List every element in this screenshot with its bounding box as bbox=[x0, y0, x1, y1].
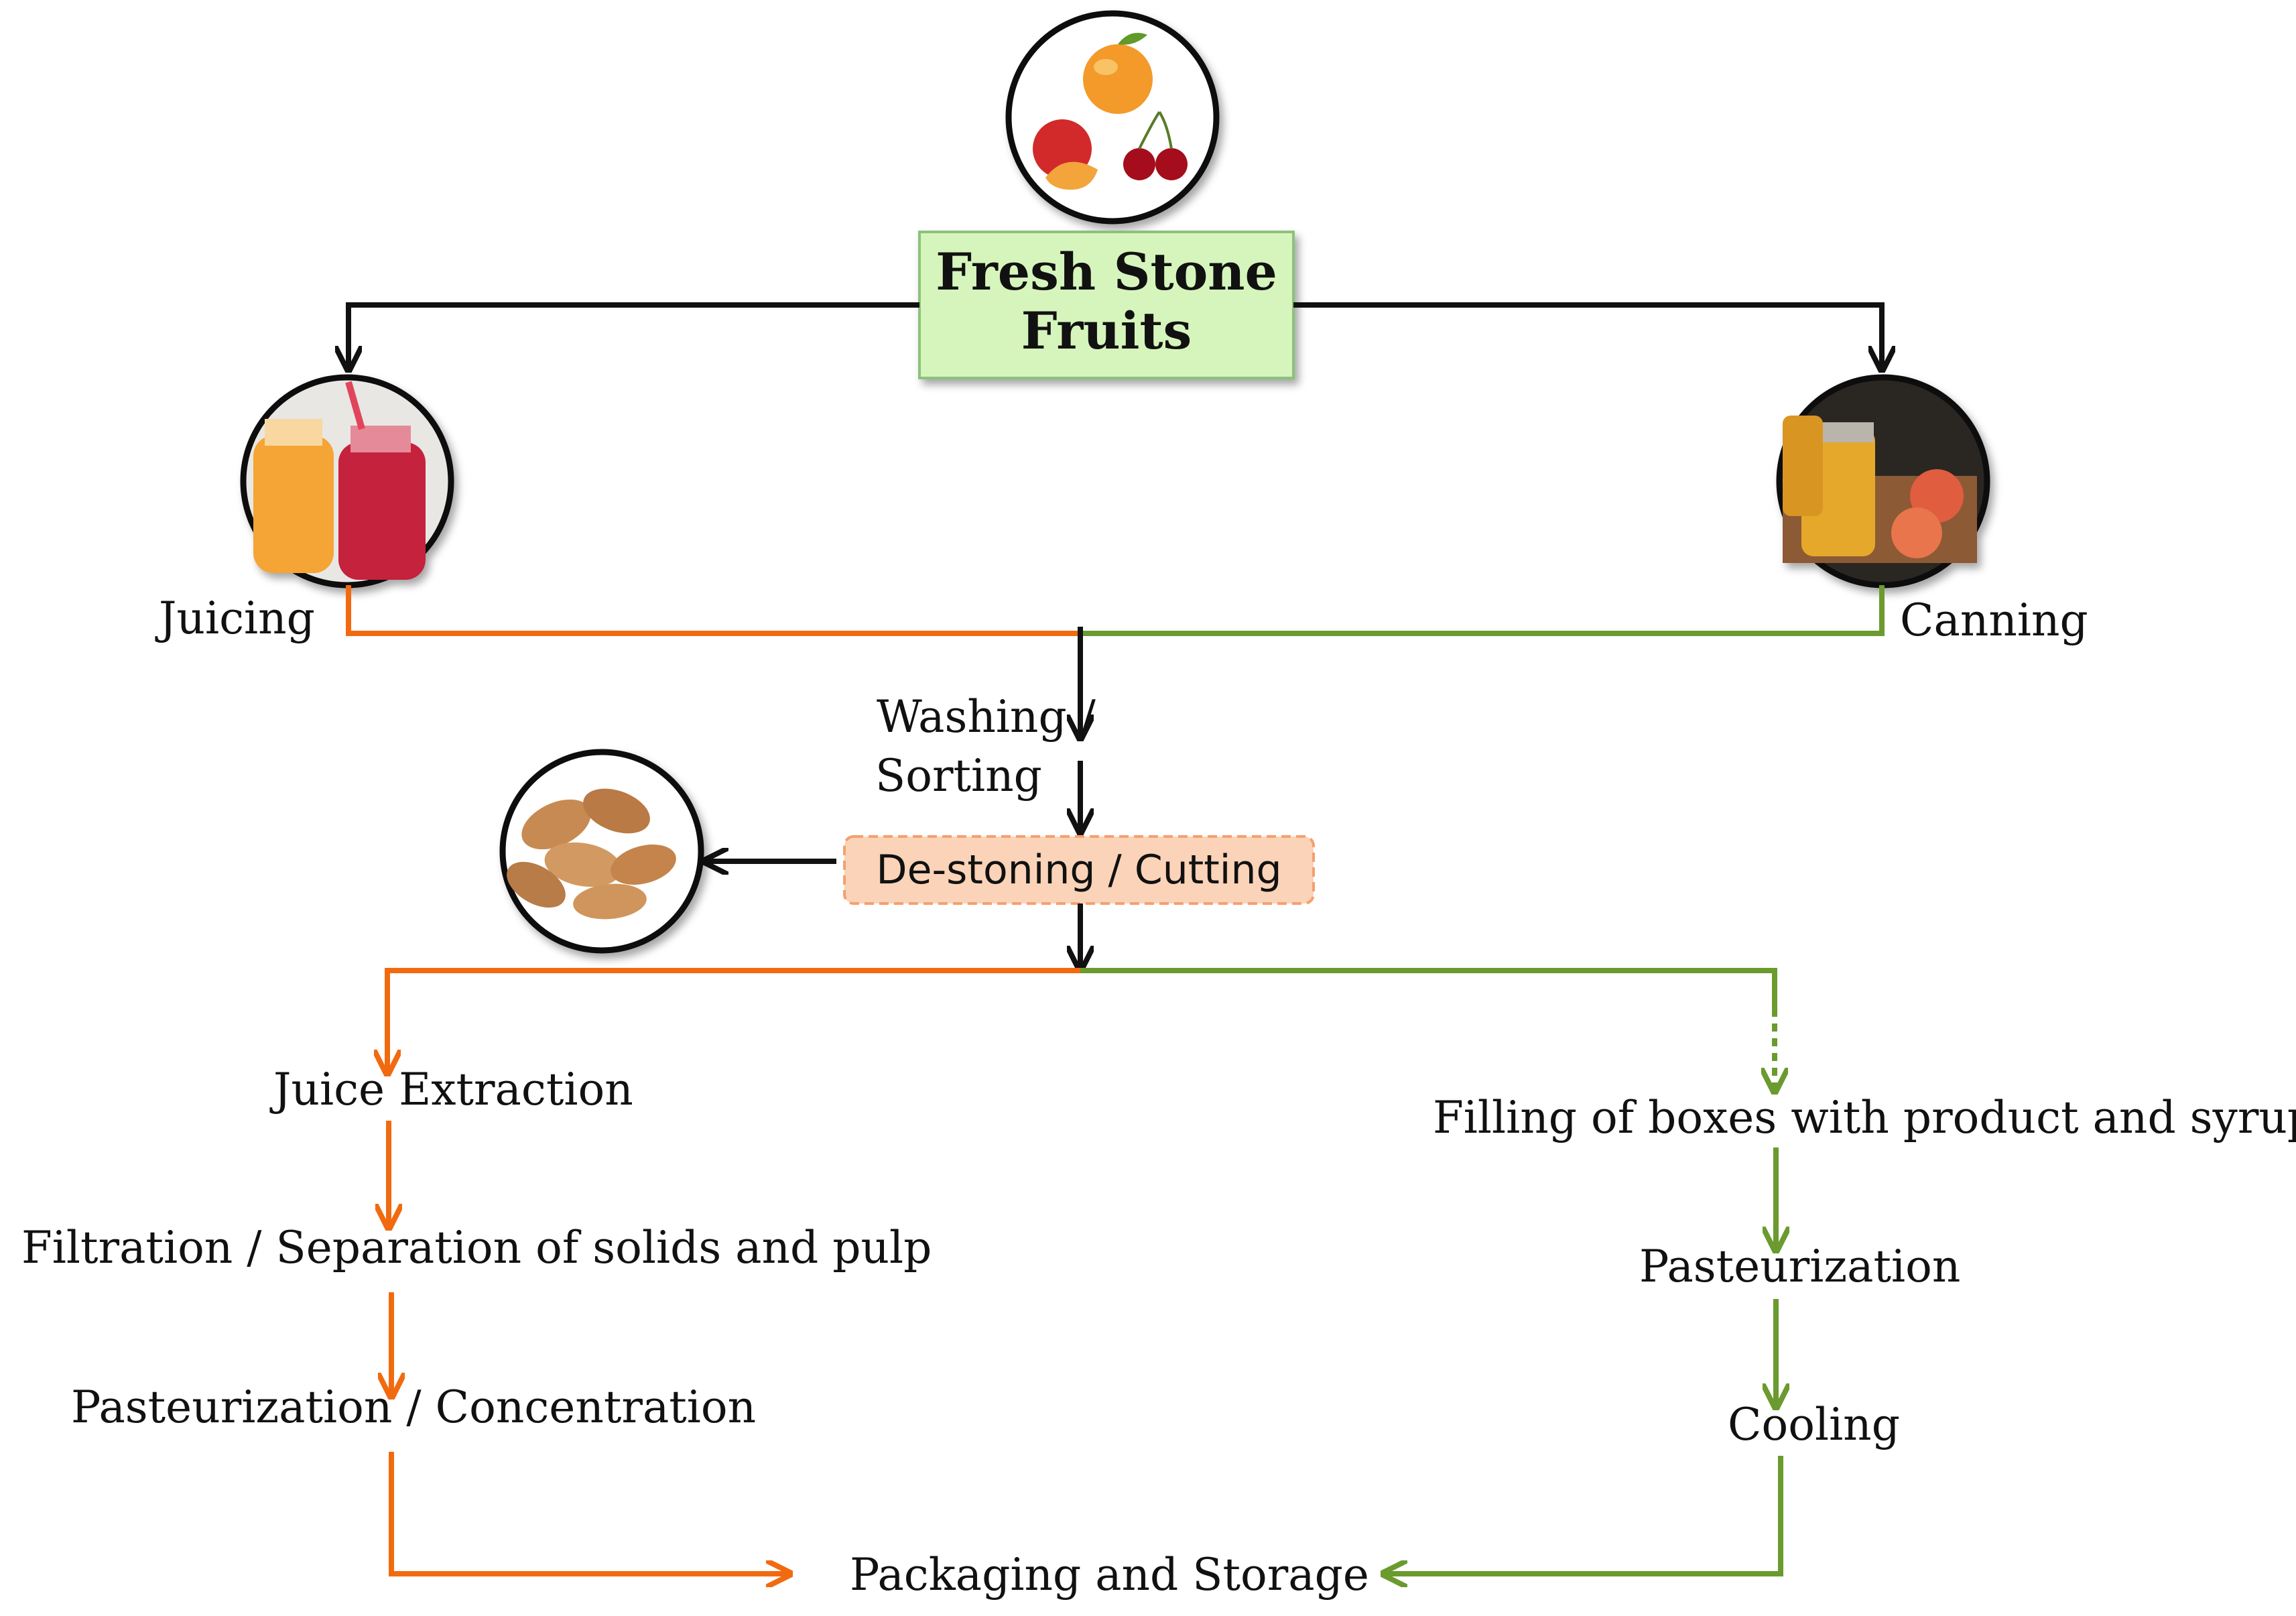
arrow-to-juicing bbox=[348, 302, 919, 367]
top-branch-connector bbox=[348, 302, 1882, 367]
arrow-to-canning bbox=[1293, 302, 1882, 367]
stone-fruits-photo-icon bbox=[1005, 10, 1220, 225]
juicing-merge-line bbox=[346, 585, 1080, 636]
fresh-stone-fruits-box: Fresh Stone Fruits bbox=[918, 231, 1295, 379]
destoning-label: De-stoning / Cutting bbox=[876, 847, 1281, 893]
cooling-label: Cooling bbox=[1728, 1399, 1900, 1450]
arrow-juice-to-packaging bbox=[389, 1452, 787, 1574]
sorting-label: Sorting bbox=[875, 750, 1042, 802]
destoning-cutting-box: De-stoning / Cutting bbox=[843, 835, 1315, 905]
canning-path-branch bbox=[1080, 968, 1777, 1009]
pasteurization-label: Pasteurization bbox=[1639, 1241, 1960, 1292]
fruit-stones-photo-icon bbox=[499, 749, 704, 954]
juicing-label: Juicing bbox=[155, 593, 315, 644]
canning-label: Canning bbox=[1900, 595, 2088, 646]
washing-label: Washing / bbox=[877, 691, 1096, 743]
merge-connector bbox=[346, 585, 1885, 830]
juice-extraction-label: Juice Extraction bbox=[269, 1064, 633, 1115]
packaging-storage-label: Packaging and Storage bbox=[850, 1549, 1369, 1601]
filling-label: Filling of boxes with product and syrup bbox=[1433, 1092, 2296, 1143]
canned-peaches-photo-icon bbox=[1776, 374, 1990, 588]
canning-merge-line bbox=[1080, 585, 1885, 636]
juice-path-branch bbox=[387, 968, 1080, 1071]
split-connector bbox=[387, 904, 1775, 1089]
title-line-2: Fruits bbox=[1021, 301, 1192, 361]
juice-bottles-photo-icon bbox=[240, 374, 454, 588]
filtration-label: Filtration / Separation of solids and pu… bbox=[21, 1222, 932, 1273]
pasteurization-concentration-label: Pasteurization / Concentration bbox=[71, 1381, 756, 1433]
title-line-1: Fresh Stone bbox=[936, 242, 1277, 302]
arrow-canning-to-packaging bbox=[1386, 1456, 1783, 1574]
